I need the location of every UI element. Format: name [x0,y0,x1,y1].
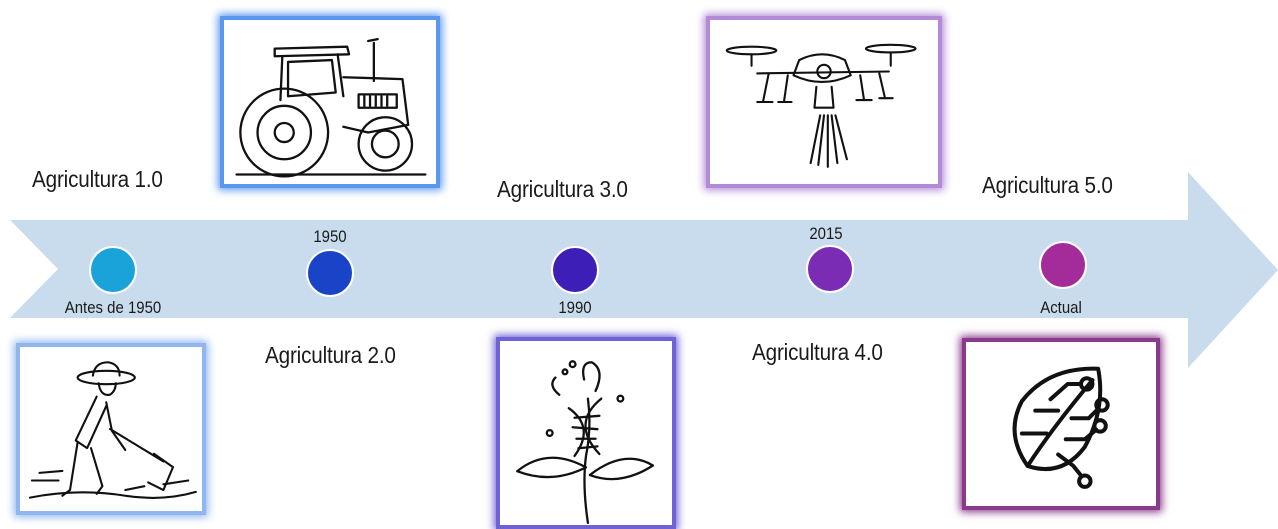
stage-3-date: 1990 [558,298,592,317]
stage-5-date: Actual [1040,298,1082,317]
stage-1-marker [89,246,137,294]
farmer-plowing-image [16,343,206,515]
stage-4-date: 2015 [809,224,843,243]
tractor-icon [235,37,427,178]
drone-icon [725,43,917,168]
dna-plant-image [496,337,676,529]
stage-3-title: Agricultura 3.0 [497,176,628,202]
drone-image [706,16,942,188]
stage-3-marker [551,246,599,294]
stage-2-marker [306,249,354,297]
farmer-plowing-icon [28,361,197,499]
stage-2-title: Agricultura 2.0 [265,342,396,368]
stage-1-title: Agricultura 1.0 [32,166,163,192]
tractor-image [220,16,440,188]
stage-1-date: Antes de 1950 [64,298,162,317]
digital-leaf-image [962,338,1160,510]
stage-4-marker [806,245,854,293]
stage-5-marker [1039,241,1087,289]
stage-4-title: Agricultura 4.0 [752,339,883,365]
dna-plant-icon [516,360,655,524]
stage-2-date: 1950 [313,227,347,246]
stage-5-title: Agricultura 5.0 [982,172,1113,198]
digital-leaf-icon [1012,366,1110,489]
